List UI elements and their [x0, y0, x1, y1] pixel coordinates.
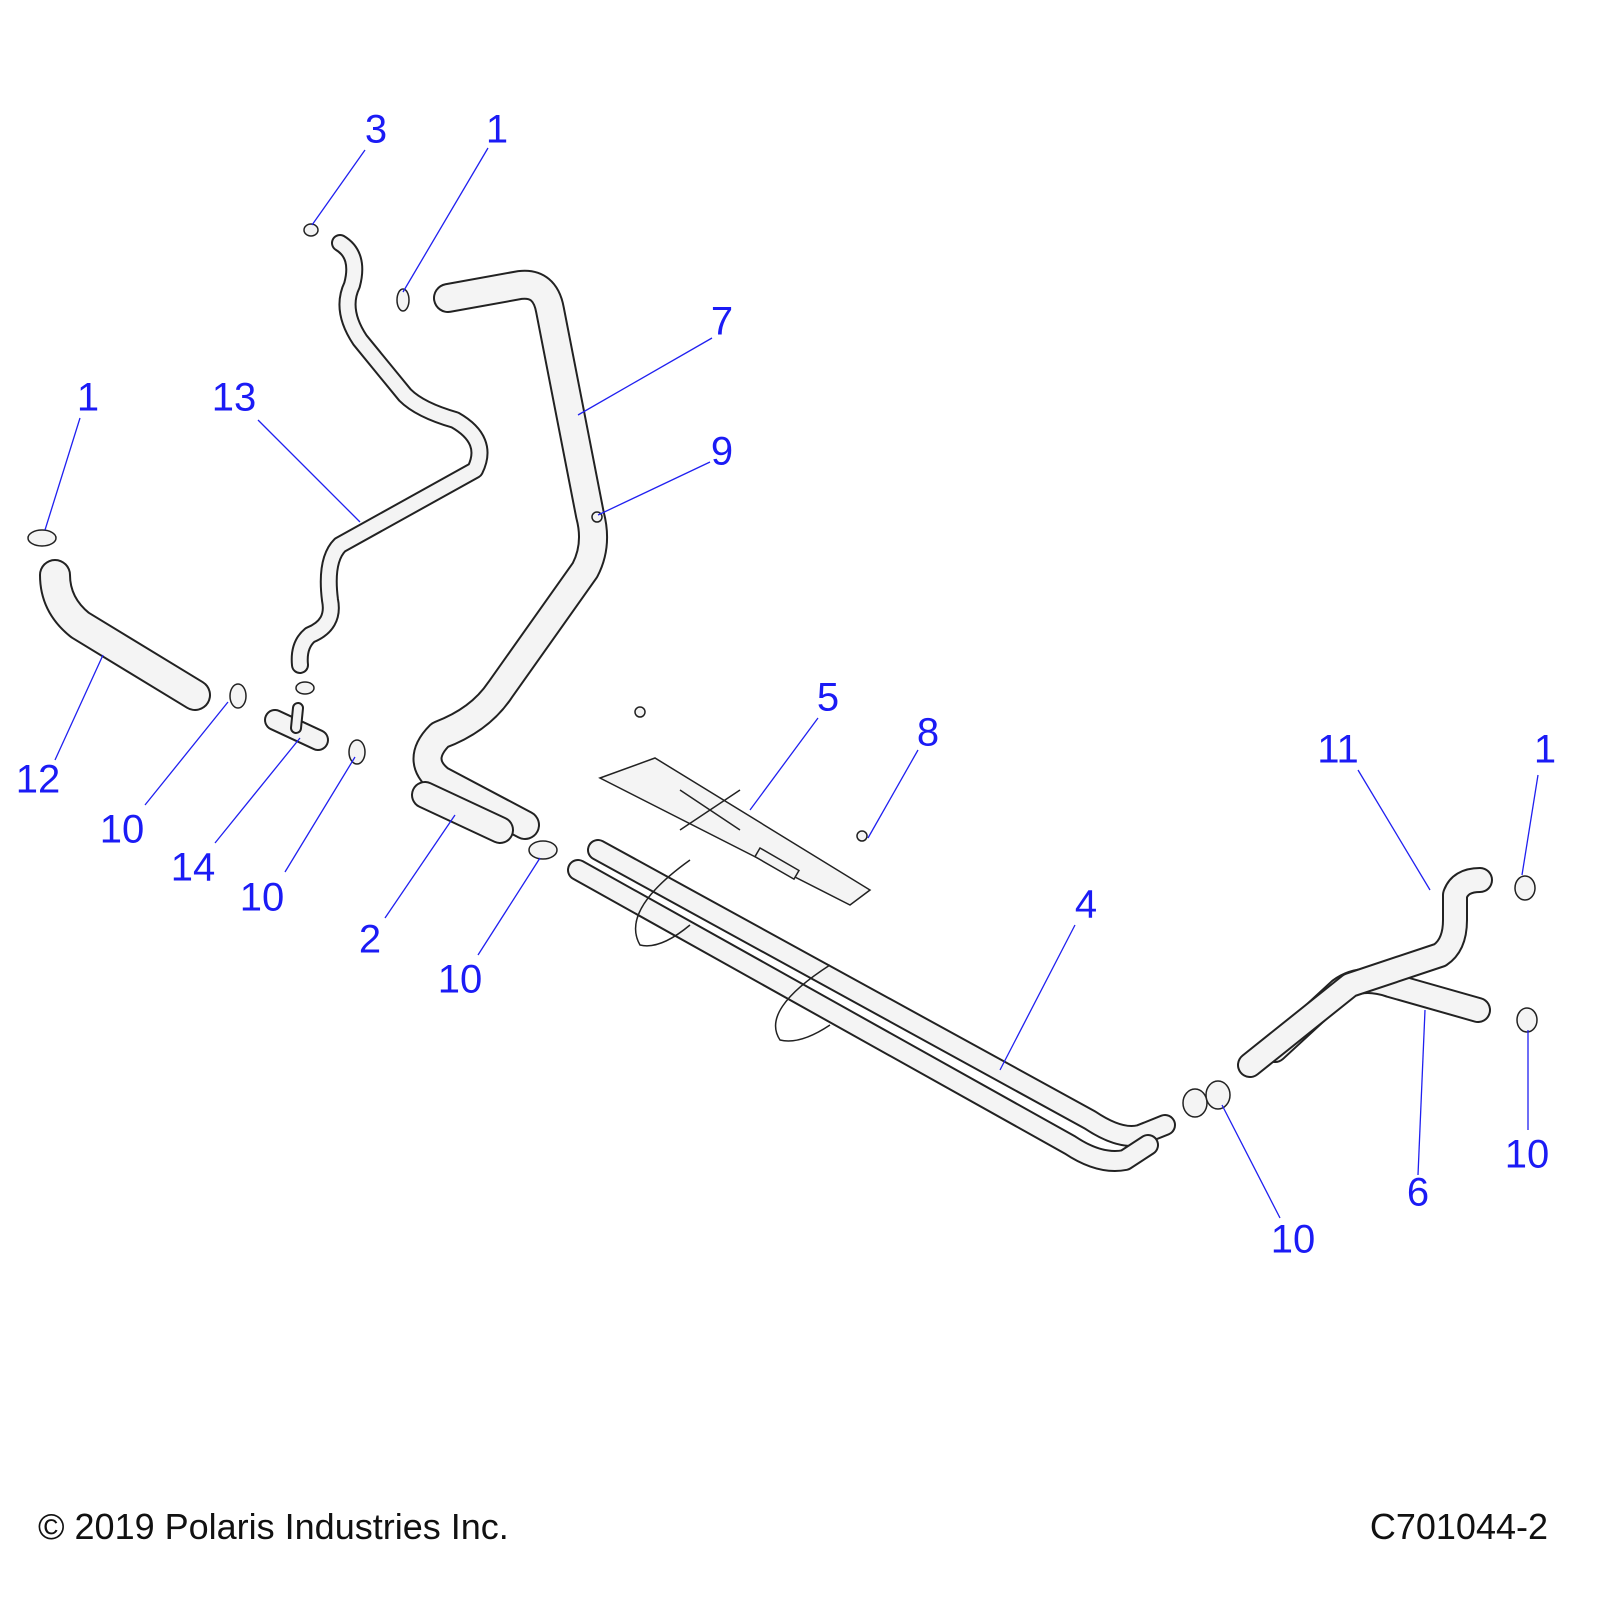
callout-11[interactable]: 11 — [1317, 728, 1359, 772]
callout-5[interactable]: 5 — [817, 676, 839, 720]
callout-13[interactable]: 13 — [212, 376, 257, 420]
callout-10[interactable]: 10 — [240, 876, 285, 920]
callout-2[interactable]: 2 — [359, 918, 381, 962]
tee-14 — [264, 702, 329, 751]
callout-10[interactable]: 10 — [1505, 1133, 1550, 1177]
callout-3[interactable]: 3 — [365, 108, 387, 152]
leader-lines — [44, 147, 1539, 1219]
callout-1[interactable]: 1 — [1534, 728, 1556, 772]
callout-14[interactable]: 14 — [171, 846, 216, 890]
diagram-id: C701044-2 — [1369, 1506, 1548, 1547]
callout-7[interactable]: 7 — [711, 300, 733, 344]
clamps — [27, 223, 1538, 1118]
callout-10[interactable]: 10 — [1271, 1218, 1316, 1262]
tube-7 — [412, 269, 609, 840]
heat-shield-5 — [598, 757, 872, 906]
tube-6-11 — [1237, 867, 1493, 1078]
tube-12 — [39, 559, 211, 711]
callout-1[interactable]: 1 — [77, 376, 99, 420]
copyright-text: © 2019 Polaris Industries Inc. — [38, 1506, 509, 1547]
tube-2 — [411, 781, 514, 844]
callout-9[interactable]: 9 — [711, 430, 733, 474]
callout-4[interactable]: 4 — [1075, 883, 1097, 927]
tube-13 — [290, 234, 489, 674]
callout-10[interactable]: 10 — [100, 808, 145, 852]
callout-8[interactable]: 8 — [917, 711, 939, 755]
tube-4 — [567, 839, 1176, 1172]
callout-6[interactable]: 6 — [1407, 1171, 1429, 1215]
callout-1[interactable]: 1 — [486, 108, 508, 152]
callout-12[interactable]: 12 — [16, 758, 61, 802]
callout-10[interactable]: 10 — [438, 958, 483, 1002]
